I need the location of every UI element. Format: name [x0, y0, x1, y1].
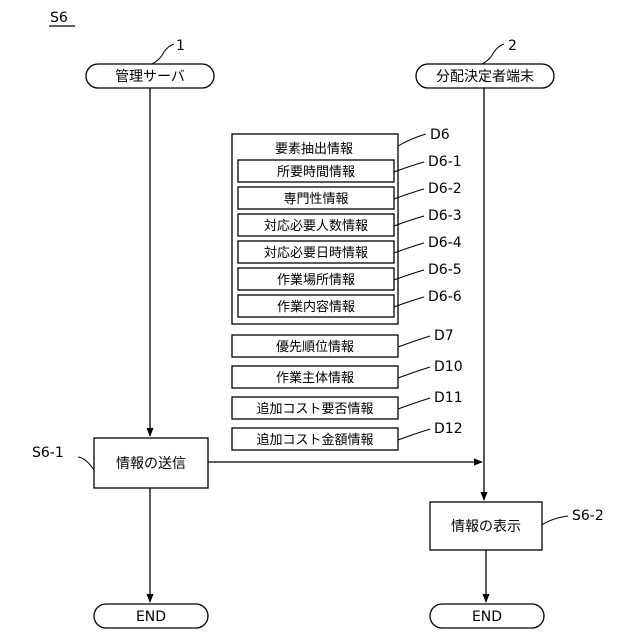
data-box-label: 追加コスト金額情報	[256, 432, 373, 448]
data-box: 優先順位情報 D7	[232, 328, 454, 357]
data-box-ref: D7	[434, 328, 454, 344]
left-actor-ref: 1	[176, 38, 185, 54]
group-item-label: 対応必要日時情報	[264, 246, 368, 261]
left-step-ref-leader	[78, 457, 94, 470]
right-actor-ref-leader	[482, 44, 504, 64]
data-box: 追加コスト要否情報 D11	[232, 390, 463, 419]
right-end-label: END	[472, 609, 502, 625]
group-item-label: 所要時間情報	[277, 165, 355, 180]
data-box-ref: D11	[434, 390, 463, 406]
group-item-label: 専門性情報	[283, 192, 348, 207]
left-step-label: 情報の送信	[116, 456, 186, 472]
right-actor-label: 分配決定者端末	[436, 69, 534, 85]
group-ref-leader	[398, 134, 426, 146]
data-box-ref-leader	[398, 336, 430, 347]
group-item-label: 対応必要人数情報	[264, 219, 368, 234]
data-box-ref: D10	[434, 359, 463, 375]
left-step-ref: S6-1	[32, 445, 64, 461]
group-item-ref: D6-1	[428, 154, 462, 170]
right-actor-ref: 2	[508, 38, 517, 54]
group-item-ref: D6-4	[428, 235, 462, 251]
left-actor-label: 管理サーバ	[115, 69, 185, 85]
group-item-ref: D6-3	[428, 208, 462, 224]
right-step-ref: S6-2	[572, 508, 604, 524]
group-item-label: 作業内容情報	[277, 299, 355, 315]
data-boxes: 優先順位情報 D7 作業主体情報 D10 追加コスト要否情報 D11 追加コスト金額情報 D1…	[232, 328, 463, 450]
data-box-ref-leader	[398, 429, 430, 440]
left-actor-ref-leader	[152, 44, 174, 64]
left-end-label: END	[136, 609, 166, 625]
group-item-label: 作業場所情報	[277, 272, 355, 288]
figure-label: S6	[50, 10, 68, 26]
data-box-label: 作業主体情報	[276, 370, 354, 386]
data-box-label: 優先順位情報	[276, 340, 354, 355]
data-box-label: 追加コスト要否情報	[256, 401, 373, 417]
data-box-ref: D12	[434, 421, 463, 437]
group-title: 要素抽出情報	[275, 142, 353, 157]
data-box-ref-leader	[398, 367, 430, 378]
data-box-ref-leader	[398, 398, 430, 409]
group-ref: D6	[430, 127, 450, 143]
right-step-ref-leader	[540, 516, 568, 526]
group-item-ref: D6-6	[428, 289, 462, 305]
data-box: 作業主体情報 D10	[232, 359, 463, 388]
data-box: 追加コスト金額情報 D12	[232, 421, 463, 450]
group-item-ref: D6-2	[428, 181, 462, 197]
right-step-label: 情報の表示	[451, 519, 521, 535]
group-item-ref: D6-5	[428, 262, 462, 278]
